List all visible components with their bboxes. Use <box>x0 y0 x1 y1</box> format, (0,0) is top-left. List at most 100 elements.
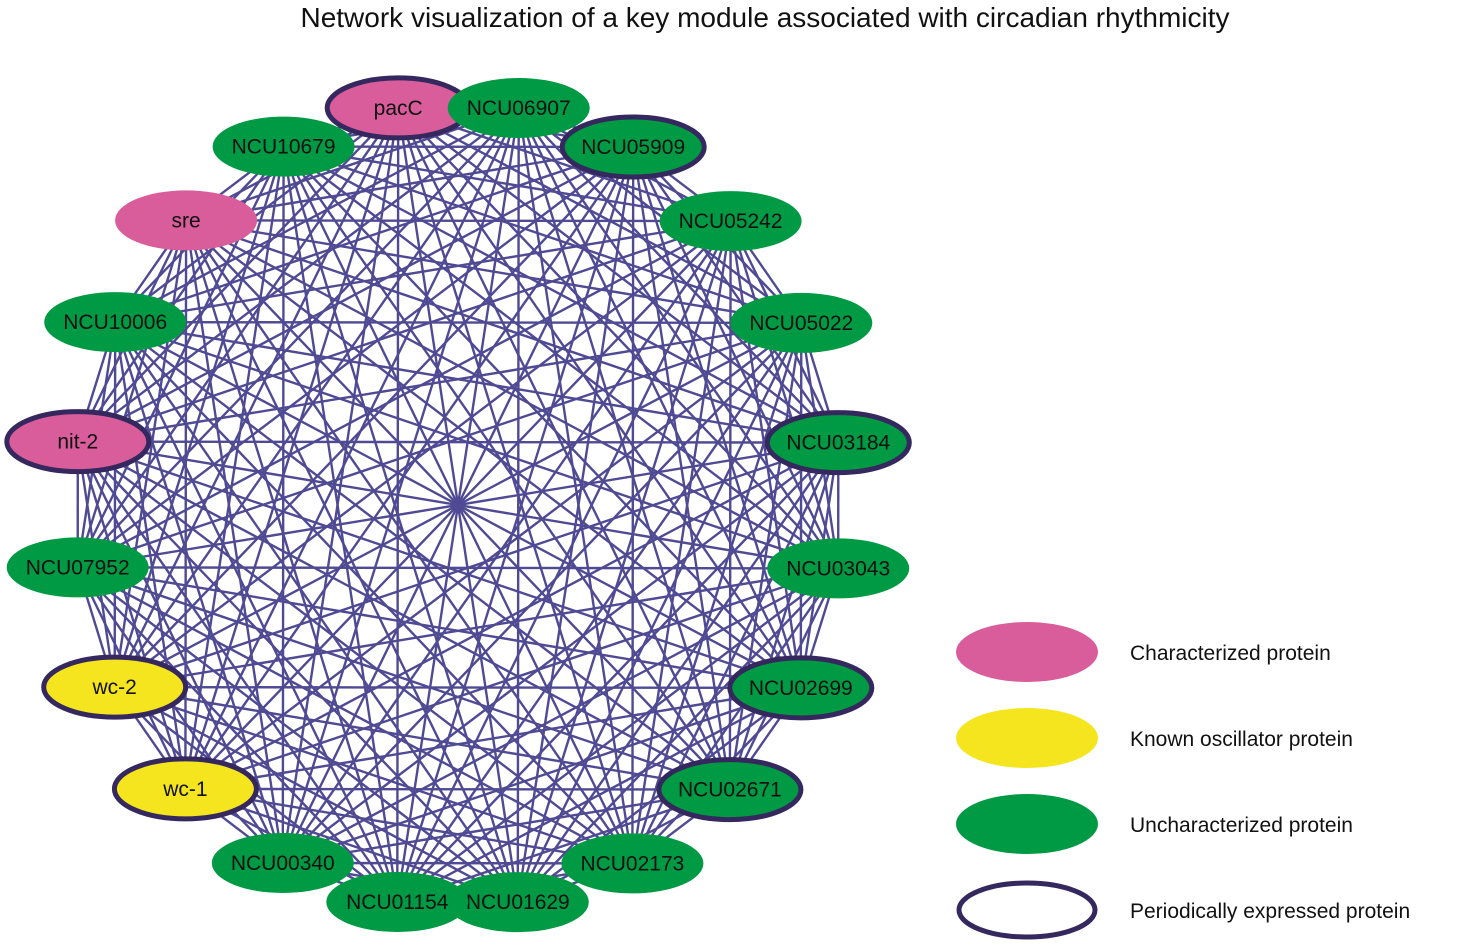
edge-ncu05022-ncu07952 <box>77 321 802 569</box>
edge-ncu03184-ncu10006 <box>115 320 839 444</box>
edge-ncu02671-ncu10006 <box>114 321 731 791</box>
edge-ncu05909-ncu01154 <box>396 146 635 903</box>
edge-ncu05909-wc-1 <box>184 146 635 790</box>
node-label-ncu02671: NCU02671 <box>678 779 782 802</box>
edge-ncu10679-ncu05022 <box>283 145 802 325</box>
node-label-ncu02173: NCU02173 <box>580 852 684 875</box>
edge-ncu10679-ncu02671 <box>282 145 731 791</box>
node-label-sre: sre <box>172 209 201 232</box>
node-wc-1[interactable]: wc-1 <box>111 756 259 822</box>
edge-ncu02671-wc-2 <box>114 685 731 791</box>
node-label-ncu00340: NCU00340 <box>231 852 335 875</box>
edge-ncu05909-ncu03184 <box>632 146 840 444</box>
node-ncu03184[interactable]: NCU03184 <box>764 410 912 476</box>
node-ncu01629[interactable]: NCU01629 <box>446 872 589 933</box>
edge-pacc-ncu03184 <box>397 106 840 444</box>
legend-label-periodic: Periodically expressed protein <box>1130 900 1410 923</box>
node-ncu05242[interactable]: NCU05242 <box>659 191 802 252</box>
node-wc-2[interactable]: wc-2 <box>41 654 189 720</box>
node-ncu07952[interactable]: NCU07952 <box>6 537 149 598</box>
node-shape-sre <box>115 190 258 251</box>
node-ncu02699[interactable]: NCU02699 <box>727 655 875 721</box>
node-label-pacc: pacC <box>374 97 423 120</box>
legend-item-characterized: Characterized protein <box>956 622 1331 682</box>
edge-wc-2-sre <box>113 220 188 688</box>
edge-ncu05022-nit-2 <box>77 321 802 443</box>
edge-ncu03184-ncu02671 <box>728 442 840 790</box>
node-label-ncu10006: NCU10006 <box>63 311 167 334</box>
edge-ncu00340-ncu10006 <box>114 321 284 864</box>
node-ncu01154[interactable]: NCU01154 <box>326 872 469 932</box>
edge-ncu05909-ncu10006 <box>114 145 634 324</box>
node-shape-ncu03043 <box>767 538 910 599</box>
edge-ncu02671-wc-1 <box>185 787 730 791</box>
edge-ncu03184-ncu01629 <box>516 441 840 903</box>
node-ncu10679[interactable]: NCU10679 <box>212 116 355 177</box>
edge-pacc-ncu01154 <box>396 107 400 903</box>
edge-ncu03043-ncu10006 <box>114 320 839 570</box>
edge-ncu01154-ncu07952 <box>76 566 399 903</box>
node-label-ncu07952: NCU07952 <box>26 556 130 579</box>
node-ncu10006[interactable]: NCU10006 <box>44 292 187 353</box>
edge-ncu05909-ncu02699 <box>632 146 802 689</box>
node-ncu05909[interactable]: NCU05909 <box>559 114 707 180</box>
edge-ncu03043-ncu07952 <box>77 566 839 570</box>
node-ncu05022[interactable]: NCU05022 <box>730 292 873 353</box>
node-label-ncu03184: NCU03184 <box>786 432 890 455</box>
edge-ncu06907-ncu10006 <box>114 106 520 324</box>
edge-ncu05242-wc-2 <box>113 220 732 689</box>
edge-ncu06907-ncu01629 <box>516 107 520 903</box>
edge-ncu05022-ncu10006 <box>115 320 802 325</box>
edge-ncu05022-wc-1 <box>184 321 803 790</box>
edge-ncu01629-ncu07952 <box>76 566 519 904</box>
edge-wc-2-ncu10006 <box>113 322 117 688</box>
node-ncu06907[interactable]: NCU06907 <box>447 78 590 138</box>
edge-ncu05022-ncu02173 <box>631 322 803 864</box>
node-label-wc-2: wc-2 <box>92 676 137 699</box>
edge-ncu10679-wc-2 <box>113 146 285 688</box>
edge-ncu05909-nit-2 <box>77 145 634 443</box>
node-shape-ncu01154 <box>326 872 469 932</box>
edge-wc-1-ncu10006 <box>114 321 187 790</box>
edge-ncu02699-ncu01154 <box>396 686 802 904</box>
node-label-ncu05909: NCU05909 <box>581 136 685 159</box>
edge-ncu06907-ncu00340 <box>281 107 520 864</box>
edge-ncu02699-sre <box>185 219 802 689</box>
node-label-ncu10679: NCU10679 <box>232 136 336 159</box>
node-ncu02671[interactable]: NCU02671 <box>656 757 804 823</box>
edge-ncu01154-sre <box>184 220 399 903</box>
node-nit-2[interactable]: nit-2 <box>4 409 152 475</box>
node-label-wc-1: wc-1 <box>162 778 207 801</box>
edge-ncu00340-sre <box>184 220 284 864</box>
edge-ncu10679-nit-2 <box>76 145 285 443</box>
edge-ncu02173-nit-2 <box>77 440 634 865</box>
node-sre[interactable]: sre <box>115 190 258 251</box>
edge-ncu01629-nit-2 <box>76 440 519 903</box>
node-shape-ncu03184 <box>764 410 912 476</box>
legend-item-periodic: Periodically expressed protein <box>956 880 1410 940</box>
edge-ncu02173-ncu10006 <box>114 321 634 865</box>
edge-ncu01629-wc-2 <box>114 686 519 904</box>
edge-ncu02699-wc-2 <box>114 685 801 690</box>
node-label-ncu05022: NCU05022 <box>749 312 853 335</box>
node-ncu03043[interactable]: NCU03043 <box>767 538 910 599</box>
edge-ncu02173-sre <box>185 219 634 865</box>
edge-ncu03043-ncu01154 <box>396 567 839 903</box>
edge-ncu06907-ncu03043 <box>517 107 840 570</box>
edge-ncu05022-ncu02699 <box>799 322 803 688</box>
legend-swatch-known-oscillator <box>956 708 1098 768</box>
node-ncu02173[interactable]: NCU02173 <box>561 833 704 894</box>
node-label-ncu03043: NCU03043 <box>786 557 890 580</box>
node-shape-nit-2 <box>4 409 152 475</box>
edge-ncu03184-nit-2 <box>77 440 839 444</box>
edge-pacc-ncu02173 <box>397 107 634 864</box>
node-ncu00340[interactable]: NCU00340 <box>211 833 354 893</box>
edge-ncu05242-ncu10006 <box>115 219 731 324</box>
node-shape-ncu00340 <box>211 833 354 893</box>
node-shape-ncu10679 <box>212 116 355 177</box>
node-shape-ncu02699 <box>727 655 875 721</box>
edge-ncu02173-wc-2 <box>114 685 633 865</box>
node-pacc[interactable]: pacC <box>324 75 472 141</box>
edge-pacc-ncu07952 <box>76 107 400 569</box>
